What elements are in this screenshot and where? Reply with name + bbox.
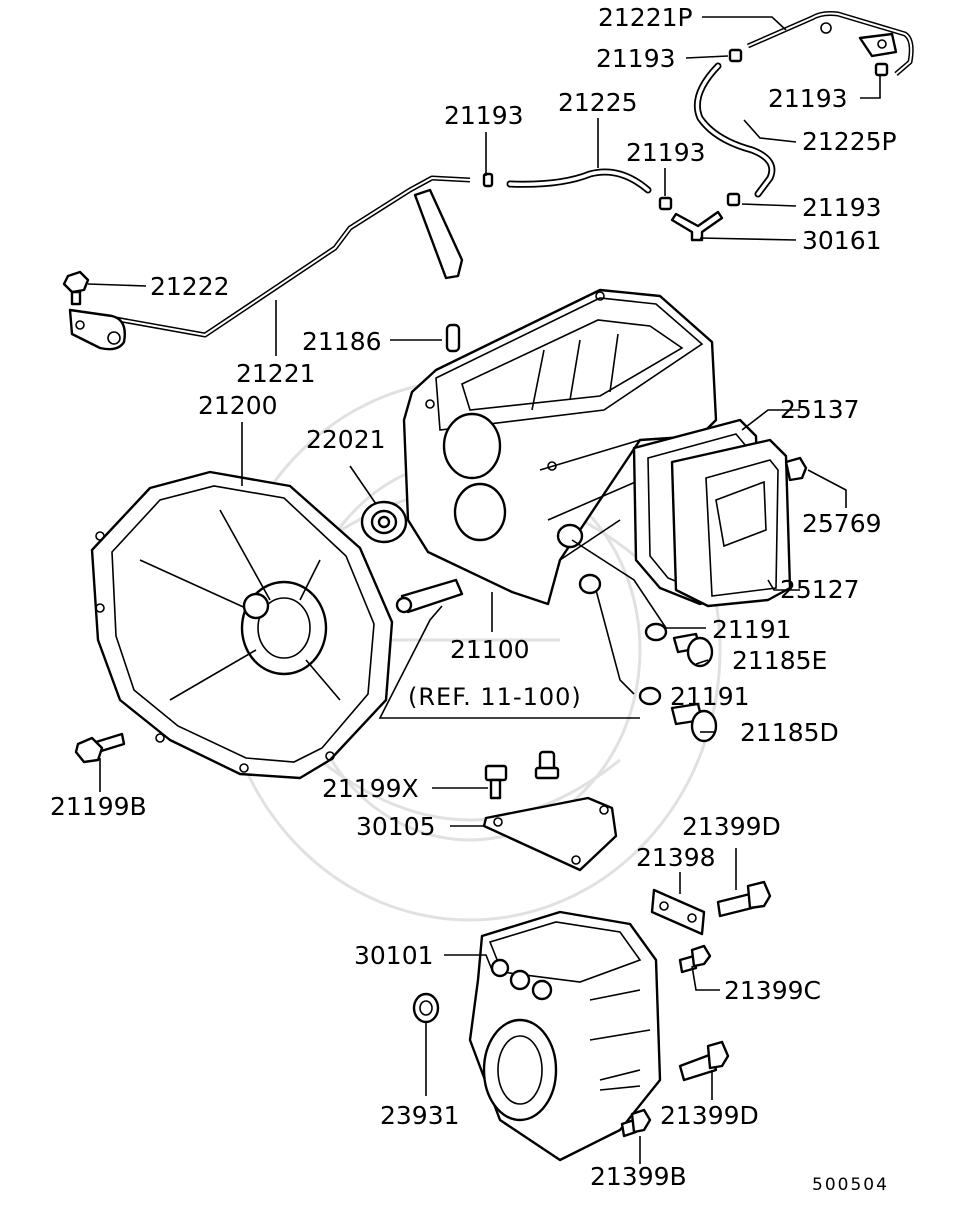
callout-21199B: 21199B	[50, 792, 147, 821]
bolt-21399C	[678, 944, 712, 974]
callout-30101: 30101	[354, 941, 434, 970]
nut-21222	[62, 270, 90, 306]
breather-hose-21225P	[693, 62, 776, 198]
callout-21221P: 21221P	[598, 3, 693, 32]
bolt-stud	[534, 750, 560, 780]
callout-21399C: 21399C	[724, 976, 821, 1005]
bolt-21399D-bottom	[678, 1040, 730, 1082]
callout-21399D-b: 21399D	[660, 1101, 759, 1130]
callout-21225: 21225	[558, 88, 638, 117]
callout-21399B: 21399B	[590, 1162, 687, 1191]
callout-22021: 22021	[306, 425, 386, 454]
callout-25137: 25137	[780, 395, 860, 424]
callout-21222: 21222	[150, 272, 230, 301]
figure-number: 500504	[812, 1175, 889, 1195]
breather-pipe-21221P	[746, 11, 914, 76]
callout-21100: 21100	[450, 635, 530, 664]
callout-21398: 21398	[636, 843, 716, 872]
callout-21221: 21221	[236, 359, 316, 388]
callout-21193-d: 21193	[626, 138, 706, 167]
callout-21186: 21186	[302, 327, 382, 356]
transmission-case-21100	[402, 288, 718, 606]
plug-21185D	[670, 702, 718, 743]
breather-tee-30161	[670, 210, 724, 242]
callout-21185D: 21185D	[740, 718, 839, 747]
callout-23931: 23931	[380, 1101, 460, 1130]
bolt-21199B	[74, 732, 126, 764]
plate-30105	[482, 796, 618, 872]
shaft-ref-11-100	[395, 578, 464, 614]
bolt-25769	[784, 456, 808, 482]
bolt-21399D-top	[716, 880, 772, 918]
dowel-pin-21186	[445, 323, 461, 353]
hose-clip-21193	[482, 48, 889, 211]
cover-25127	[670, 438, 792, 608]
callout-21225P: 21225P	[802, 127, 897, 156]
bolt-21399B	[620, 1108, 652, 1138]
callout-25127: 25127	[780, 575, 860, 604]
callout-21193-b: 21193	[768, 84, 848, 113]
callout-30105: 30105	[356, 812, 436, 841]
seal-23931	[412, 992, 440, 1024]
plate-21398	[650, 888, 706, 936]
callout-21200: 21200	[198, 391, 278, 420]
callout-21191-b: 21191	[670, 682, 750, 711]
gasket-21191	[638, 622, 668, 706]
reference-note: (REF. 11-100)	[408, 683, 582, 711]
breather-pipe-21221	[68, 175, 471, 351]
callout-labels: 21221P 21193 21193 21193 21225 21193 212…	[50, 3, 897, 1195]
callout-21185E: 21185E	[732, 646, 827, 675]
bolt-21199X	[484, 764, 508, 800]
callout-30161: 30161	[802, 226, 882, 255]
callout-21193-c: 21193	[444, 101, 524, 130]
leader-lines	[87, 16, 881, 1164]
clutch-housing-21200	[90, 470, 394, 780]
breather-hose-21225	[506, 168, 652, 194]
bearing-22021	[360, 500, 408, 544]
plug-21185E	[672, 632, 714, 668]
callout-21193-a: 21193	[596, 44, 676, 73]
callout-21193-e: 21193	[802, 193, 882, 222]
callout-21399D-a: 21399D	[682, 812, 781, 841]
callout-21191-a: 21191	[712, 615, 792, 644]
callout-25769: 25769	[802, 509, 882, 538]
extension-housing-30101	[468, 910, 662, 1162]
callout-21199X: 21199X	[322, 774, 419, 803]
